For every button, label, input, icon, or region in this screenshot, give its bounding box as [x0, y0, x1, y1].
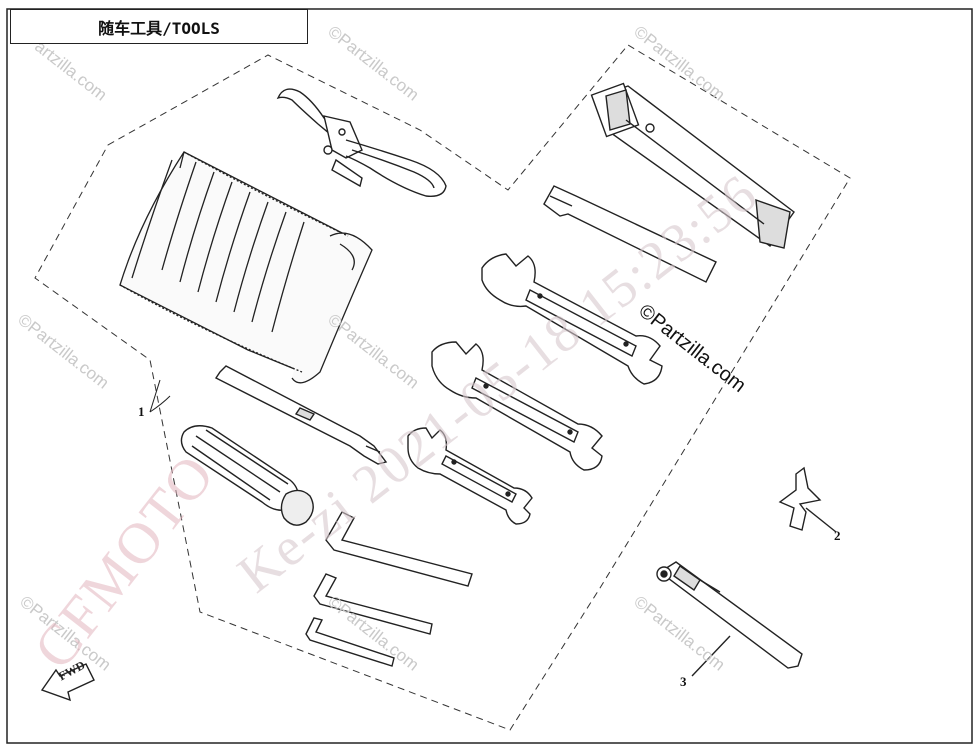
hex-key-small: [305, 617, 395, 667]
open-end-wrench-large: [481, 253, 663, 385]
open-end-wrench-small: [407, 427, 533, 525]
callout-2: 2: [834, 528, 841, 543]
screwdriver-shaft: [214, 365, 388, 465]
callout-3: 3: [680, 674, 687, 689]
part-3-tool-rod: [656, 561, 803, 677]
hex-key-medium: [313, 573, 433, 635]
screwdriver-handle: [180, 425, 314, 526]
kit-dashed-boundary: [34, 44, 851, 731]
part-2-clip: [778, 466, 837, 533]
tool-roll-bag: [119, 151, 373, 384]
callout-1: 1: [138, 404, 145, 419]
fwd-arrow-icon: [40, 663, 95, 702]
hex-key-large: [325, 511, 473, 587]
leader-lines: [149, 379, 171, 413]
hook-spanner: [276, 88, 447, 197]
open-end-wrench-medium: [431, 341, 603, 471]
title-text: 随车工具/TOOLS: [98, 18, 220, 38]
diagram-title: 随车工具/TOOLS: [10, 9, 308, 44]
l-shaped-socket-tool: [543, 185, 717, 283]
box-spanner: [590, 82, 795, 249]
outer-border: [6, 8, 973, 744]
